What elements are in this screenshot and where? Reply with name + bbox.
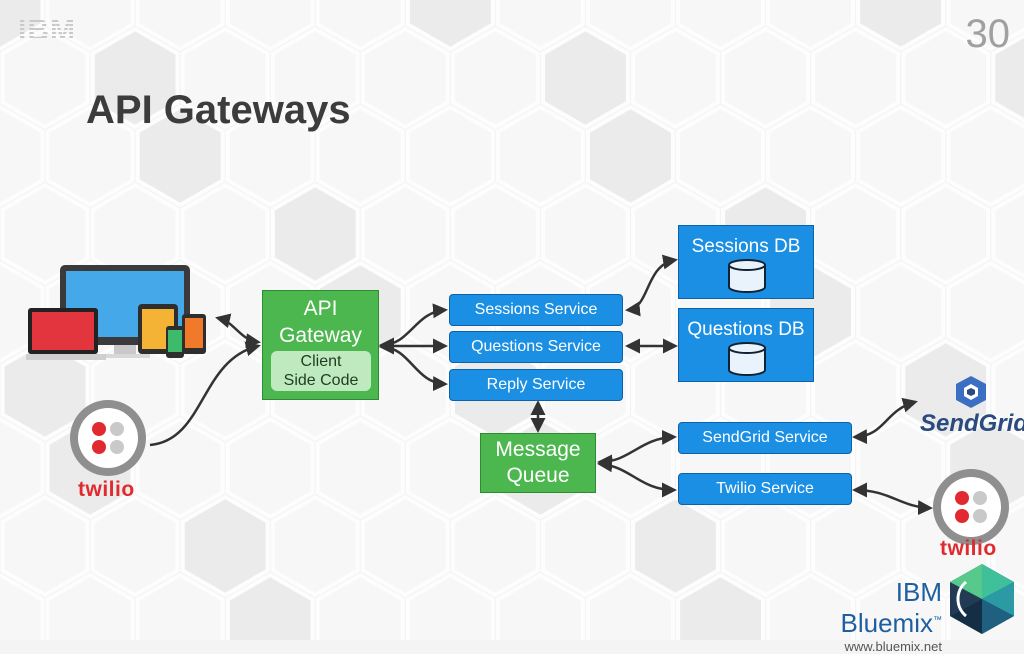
twilio-service-node: Twilio Service — [678, 473, 852, 505]
page-number: 30 — [965, 12, 1011, 56]
edge-twilioservice-logo — [852, 482, 933, 516]
sendgrid-service-label: SendGrid Service — [702, 429, 828, 446]
slide-title: API Gateways — [86, 88, 351, 132]
connector-lines — [149, 254, 933, 516]
client-side-code-line1: Client — [300, 353, 342, 370]
twilio-wordmark: twilio — [78, 478, 135, 501]
database-icon — [728, 342, 766, 376]
bluemix-title: IBM Bluemix™ — [840, 577, 942, 638]
sessions-service-label: Sessions Service — [474, 301, 598, 318]
bluemix-hex-icon — [950, 564, 1014, 634]
edge-gateway-reply — [379, 339, 448, 392]
sendgrid-service-node: SendGrid Service — [678, 422, 852, 454]
twilio-logo-icon — [70, 400, 146, 476]
client-side-code-line2: Side Code — [283, 372, 359, 389]
questions-db-label: Questions DB — [687, 319, 805, 340]
database-icon — [728, 259, 766, 293]
edge-sendgrid-logo — [852, 397, 918, 445]
message-queue-line2: Queue — [506, 464, 570, 487]
questions-service-label: Questions Service — [471, 338, 601, 355]
edge-gateway-sessions — [379, 303, 448, 353]
api-gateway-node: API Gateway Client Side Code — [262, 290, 379, 400]
reply-service-label: Reply Service — [486, 376, 586, 393]
reply-service-node: Reply Service — [449, 369, 623, 401]
message-queue-node: Message Queue — [480, 433, 596, 493]
questions-service-node: Questions Service — [449, 331, 623, 363]
sessions-service-node: Sessions Service — [449, 294, 623, 326]
twilio-service-label: Twilio Service — [716, 480, 814, 497]
devices-icon — [26, 265, 206, 360]
api-gateway-label-line1: API — [303, 297, 338, 320]
sessions-db-label: Sessions DB — [691, 236, 801, 257]
bluemix-url: www.bluemix.net — [844, 639, 942, 654]
ibm-logo: IBM — [18, 14, 76, 47]
edge-devices-gateway — [215, 313, 261, 349]
sendgrid-logo-icon — [956, 376, 986, 408]
twilio-wordmark: twilio — [940, 537, 997, 560]
api-gateway-label-line2: Gateway — [279, 324, 362, 347]
edge-queue-twilio — [597, 457, 677, 498]
message-queue-line1: Message — [495, 438, 581, 461]
edge-queue-sendgrid — [597, 429, 677, 470]
twilio-logo-icon — [933, 469, 1009, 545]
edge-sessions-sessionsdb — [625, 254, 678, 317]
edge-twilio-gateway — [149, 341, 261, 447]
client-side-code-node: Client Side Code — [271, 351, 371, 391]
bluemix-branding: IBM Bluemix™ www.bluemix.net — [797, 577, 942, 654]
sendgrid-wordmark: SendGrid — [920, 410, 1024, 437]
